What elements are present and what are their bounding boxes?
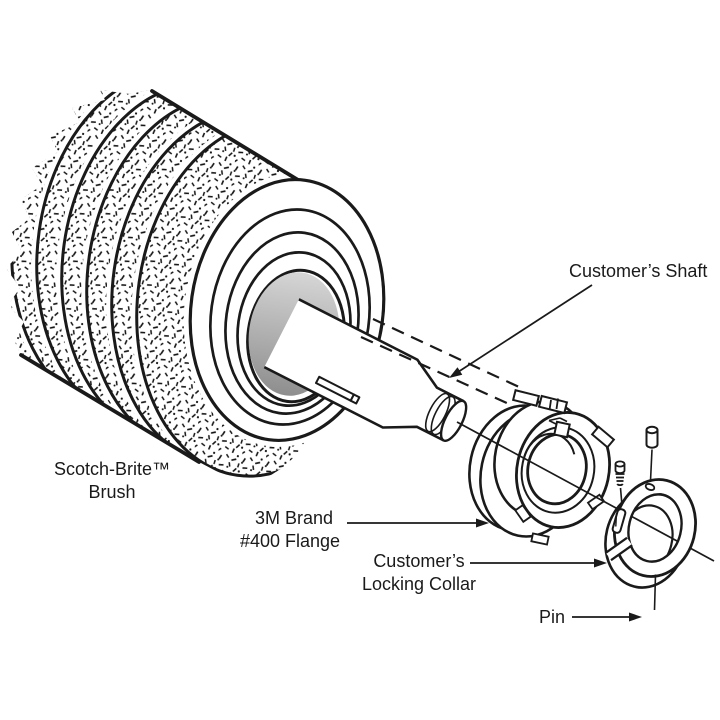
customer-shaft-part xyxy=(263,298,468,442)
collar-split-edge xyxy=(610,544,633,562)
flange-lug xyxy=(511,389,541,407)
set-screw-part xyxy=(614,460,626,506)
screw-tip xyxy=(616,483,624,487)
shaft-bottom-edge xyxy=(263,365,445,442)
keyway-depth-line xyxy=(559,417,568,423)
collar-leader-arrow xyxy=(470,558,607,568)
keyway-depth-line xyxy=(548,417,561,422)
leader-line xyxy=(454,284,593,375)
collar-front-annulus xyxy=(614,478,696,578)
screw-leader-line xyxy=(619,487,623,506)
lug-notch-line xyxy=(548,399,552,411)
flange-lug xyxy=(537,394,569,415)
collar-slot xyxy=(611,508,627,534)
shaft-body xyxy=(264,299,464,441)
dashed-line xyxy=(360,335,510,406)
flange-bore-wall xyxy=(522,432,576,460)
pin-top xyxy=(645,425,659,435)
arrowhead xyxy=(476,518,489,528)
label-flange-line1: 3M Brand xyxy=(255,508,333,528)
flange-notch xyxy=(514,503,532,524)
flange-keyway xyxy=(553,420,571,439)
brush-bottom-silhouette xyxy=(19,353,201,464)
shaft-key-end xyxy=(349,393,361,405)
collar-split-gap xyxy=(605,537,633,561)
flange-lug xyxy=(590,425,616,449)
screw-head-top xyxy=(614,460,626,468)
label-pin: Pin xyxy=(539,607,565,627)
label-collar-line1: Customer’s xyxy=(373,551,464,571)
shaft-leader-arrow xyxy=(449,284,593,378)
face-ring xyxy=(208,208,372,426)
flange-tab xyxy=(530,532,550,546)
shaft-groove xyxy=(424,392,451,433)
arrowhead xyxy=(449,367,463,378)
label-collar-line2: Locking Collar xyxy=(362,574,476,594)
pin-body xyxy=(645,430,659,449)
label-brush-line1: Scotch-Brite™ xyxy=(54,459,170,479)
pin-leader-arrow xyxy=(572,612,642,622)
pin-vertical-leader xyxy=(653,574,657,611)
flange-leader-arrow xyxy=(347,518,489,528)
label-flange-line2: #400 Flange xyxy=(240,531,340,551)
keyway-depth-line xyxy=(548,419,557,425)
collar-slot-depth xyxy=(615,513,618,527)
pin-part xyxy=(645,425,659,482)
pin-leader-line xyxy=(649,449,653,482)
hidden-shaft-dashed-lines xyxy=(360,318,520,406)
flange-part xyxy=(468,389,616,546)
locking-collar-part xyxy=(456,421,715,589)
flange-notch xyxy=(586,493,606,511)
center-axis-line xyxy=(456,421,715,562)
dashed-line xyxy=(372,318,520,388)
label-brush-line2: Brush xyxy=(88,482,135,502)
arrowhead xyxy=(629,612,642,622)
collar-pin-hole xyxy=(644,483,656,491)
arrowhead xyxy=(594,558,607,568)
collar-split-edge xyxy=(605,536,628,554)
label-customer-shaft: Customer’s Shaft xyxy=(569,261,707,281)
shaft-top-edge xyxy=(298,298,465,403)
collar-bore-edge xyxy=(627,493,683,563)
lug-notch-line xyxy=(555,398,559,410)
